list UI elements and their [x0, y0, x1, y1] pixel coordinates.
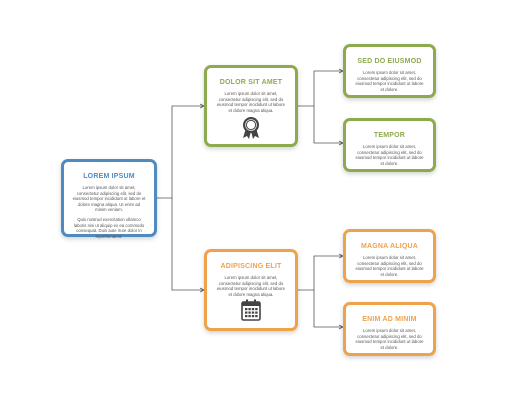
adipiscing-elit-title: ADIPISCING ELIT	[220, 263, 282, 270]
magna-aliqua-title: MAGNA ALIQUA	[360, 243, 419, 250]
magna-aliqua-box: MAGNA ALIQUA Lorem ipsum dolor sit amet,…	[343, 229, 436, 283]
root-title: LOREM IPSUM	[83, 173, 135, 180]
connector-dolor-to-sed	[298, 71, 343, 106]
adipiscing-elit-text: Lorem ipsum dolor sit amet, consectetur …	[216, 275, 286, 297]
dolor-sit-amet-title: DOLOR SIT AMET	[219, 79, 283, 86]
enim-ad-minim-box: ENIM AD MINIM Lorem ipsum dolor sit amet…	[343, 302, 436, 356]
sed-do-eiusmod-title: SED DO EIUSMOD	[357, 58, 422, 65]
calendar-icon	[241, 299, 261, 321]
root-paragraph-2: Quis nostrud exercitation ullamco labori…	[73, 216, 145, 239]
enim-ad-minim-text: Lorem ipsum dolor sit amet, consectetur …	[355, 328, 424, 350]
connector-adipiscing-to-enim	[313, 290, 343, 327]
tempor-title: TEMPOR	[373, 132, 406, 139]
root-box: LOREM IPSUM Lorem ipsum dolor sit amet, …	[61, 159, 157, 239]
award-ribbon-icon	[243, 117, 259, 139]
root-text: Lorem ipsum dolor sit amet, consectetur …	[72, 185, 146, 239]
enim-ad-minim-title: ENIM AD MINIM	[362, 316, 417, 323]
root-paragraph-1: Lorem ipsum dolor sit amet, consectetur …	[72, 185, 146, 213]
sed-do-eiusmod-text: Lorem ipsum dolor sit amet, consectetur …	[355, 70, 424, 92]
connector-root-to-adipiscing	[171, 198, 204, 290]
dolor-sit-amet-text: Lorem ipsum dolor sit amet, consectetur …	[216, 91, 286, 113]
magna-aliqua-text: Lorem ipsum dolor sit amet, consectetur …	[355, 255, 424, 277]
adipiscing-elit-box: ADIPISCING ELIT Lorem ipsum dolor sit am…	[204, 249, 298, 331]
connector-dolor-to-tempor	[313, 106, 343, 143]
tempor-box: TEMPOR Lorem ipsum dolor sit amet, conse…	[343, 118, 436, 172]
dolor-sit-amet-box: DOLOR SIT AMET Lorem ipsum dolor sit ame…	[204, 65, 298, 147]
tempor-text: Lorem ipsum dolor sit amet, consectetur …	[355, 144, 424, 166]
connector-adipiscing-to-magna	[298, 256, 343, 290]
connector-root-to-dolor	[157, 106, 204, 198]
sed-do-eiusmod-box: SED DO EIUSMOD Lorem ipsum dolor sit ame…	[343, 44, 436, 98]
